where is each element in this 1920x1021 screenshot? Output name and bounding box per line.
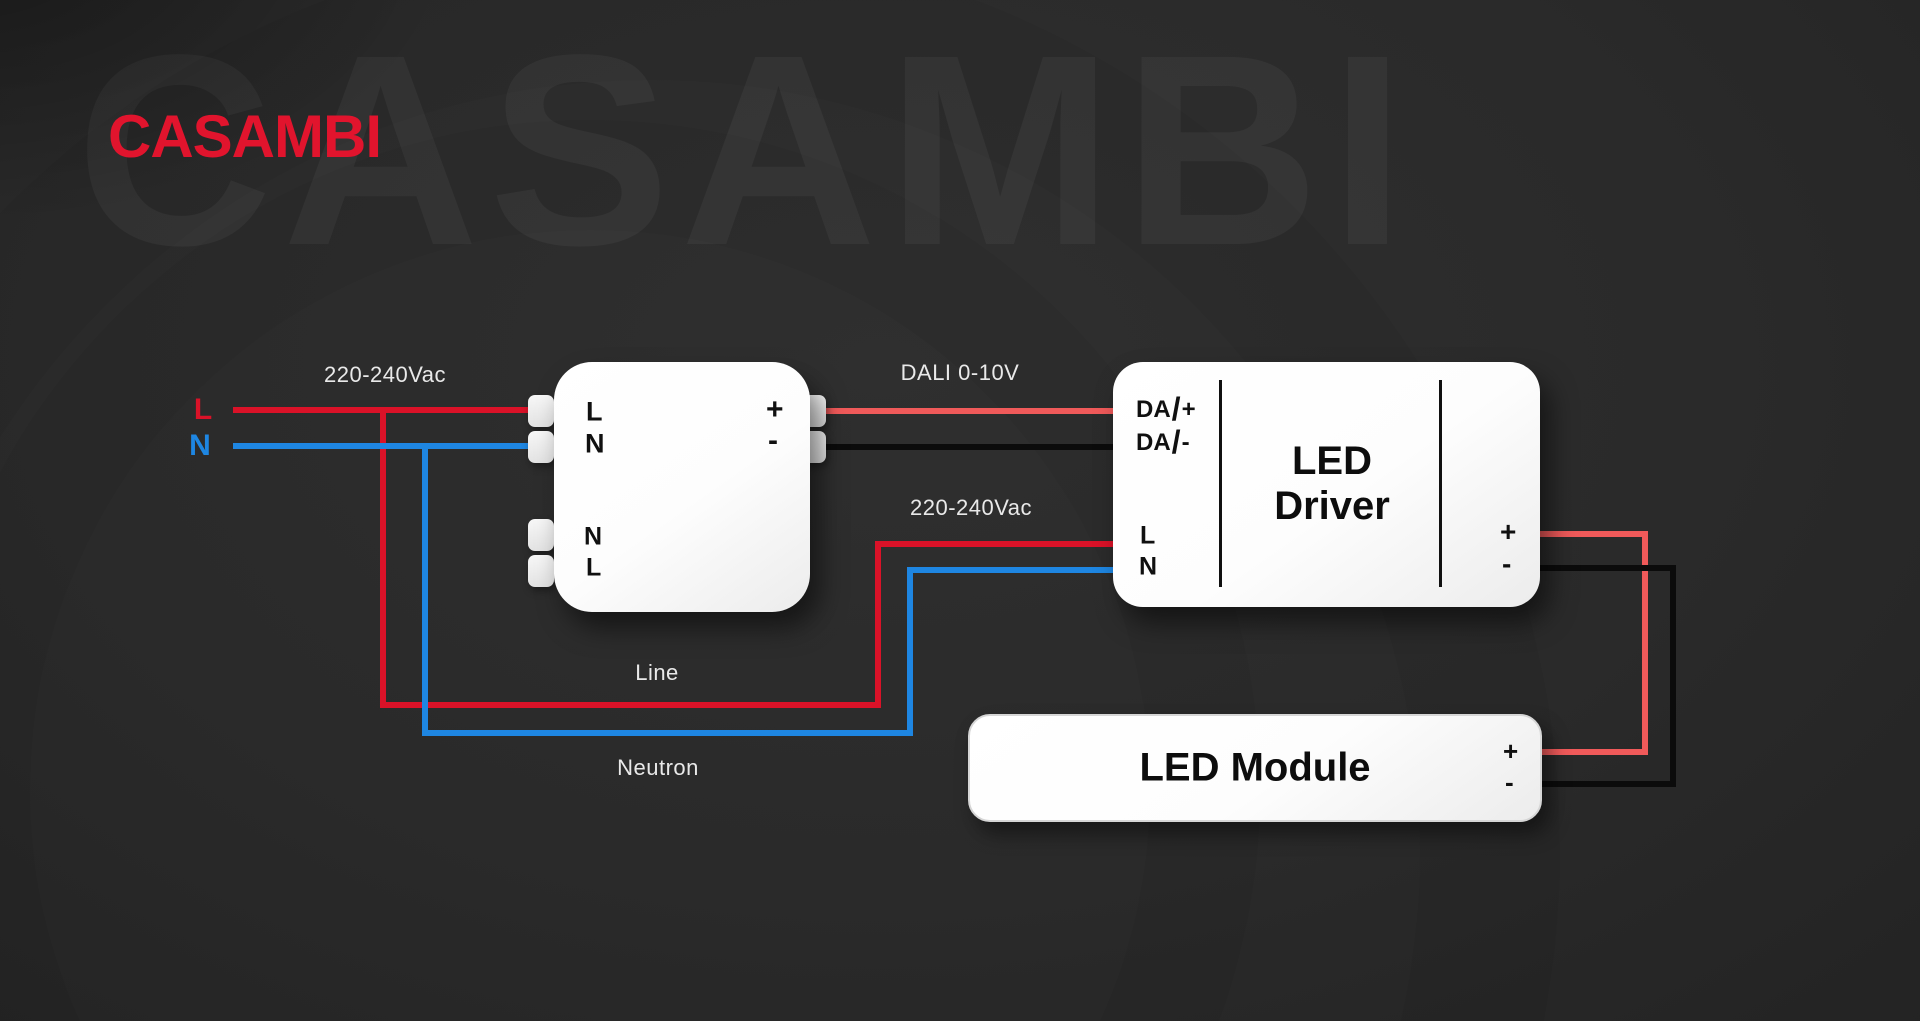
supply-live-label: L xyxy=(193,393,213,426)
neutral-wire-to-driver xyxy=(907,567,1120,573)
live-wire-riser-vertical xyxy=(875,541,881,708)
neutral-wire-bottom-horizontal xyxy=(422,730,913,736)
driver-divider-right xyxy=(1439,380,1442,587)
live-wire-bottom-horizontal xyxy=(380,702,881,708)
neutral-wire-label: Neutron xyxy=(617,755,699,780)
led-driver-title: LED Driver xyxy=(1274,439,1390,528)
module-terminal-label-minus: - xyxy=(1505,767,1514,797)
driver-output-label-minus: - xyxy=(1502,548,1512,579)
neutral-wire-input-horizontal xyxy=(233,443,548,449)
device-terminal-label-l: L xyxy=(586,396,603,427)
line-wire-label: Line xyxy=(635,660,679,685)
led-plus-wire-from-driver xyxy=(1536,531,1648,537)
mains-switched-voltage-label: 220-240Vac xyxy=(909,495,1033,520)
driver-divider-left xyxy=(1219,380,1222,587)
device-terminal-label-plus: + xyxy=(766,393,784,426)
supply-neutral-label: N xyxy=(189,429,211,462)
live-wire-to-driver xyxy=(875,541,1120,547)
led-module-title: LED Module xyxy=(1139,745,1371,790)
led-minus-wire-vertical xyxy=(1670,565,1676,787)
casambi-logo: CASAMBI xyxy=(108,103,382,170)
device-terminal-tab-n-in xyxy=(528,431,554,463)
device-terminal-tab-l-spare xyxy=(528,555,554,587)
driver-terminal-label-l: L xyxy=(1140,521,1156,550)
live-wire-branch-vertical xyxy=(380,407,386,708)
led-module-box xyxy=(968,714,1542,822)
led-minus-wire-to-module xyxy=(1540,781,1676,787)
casambi-unit-box xyxy=(554,362,810,612)
led-plus-wire-to-module xyxy=(1540,749,1648,755)
device-terminal-label-n: N xyxy=(585,428,605,459)
dali-minus-wire xyxy=(812,444,1117,450)
casambi-watermark: CASAMBI xyxy=(76,14,1415,286)
dali-bus-label: DALI 0-10V xyxy=(900,360,1020,385)
device-terminal-label-l-spare: L xyxy=(586,553,602,582)
mains-input-voltage-label: 220-240Vac xyxy=(323,362,447,387)
neutral-wire-riser-vertical xyxy=(907,567,913,736)
dali-plus-wire xyxy=(812,408,1117,414)
module-terminal-label-plus: + xyxy=(1503,736,1519,766)
device-terminal-tab-l-in xyxy=(528,395,554,427)
live-wire-input-horizontal xyxy=(233,407,548,413)
driver-terminal-label-n: N xyxy=(1139,552,1158,581)
led-plus-wire-vertical xyxy=(1642,531,1648,755)
device-terminal-label-n-spare: N xyxy=(584,522,603,551)
neutral-wire-branch-vertical xyxy=(422,443,428,736)
led-minus-wire-from-driver xyxy=(1536,565,1676,571)
led-driver-box xyxy=(1113,362,1540,607)
driver-terminal-label-da-plus: DA/+ xyxy=(1136,391,1196,427)
device-terminal-label-minus: - xyxy=(768,424,778,457)
device-terminal-tab-n-spare xyxy=(528,519,554,551)
driver-terminal-label-da-minus: DA/- xyxy=(1136,424,1190,460)
driver-output-label-plus: + xyxy=(1500,516,1517,547)
